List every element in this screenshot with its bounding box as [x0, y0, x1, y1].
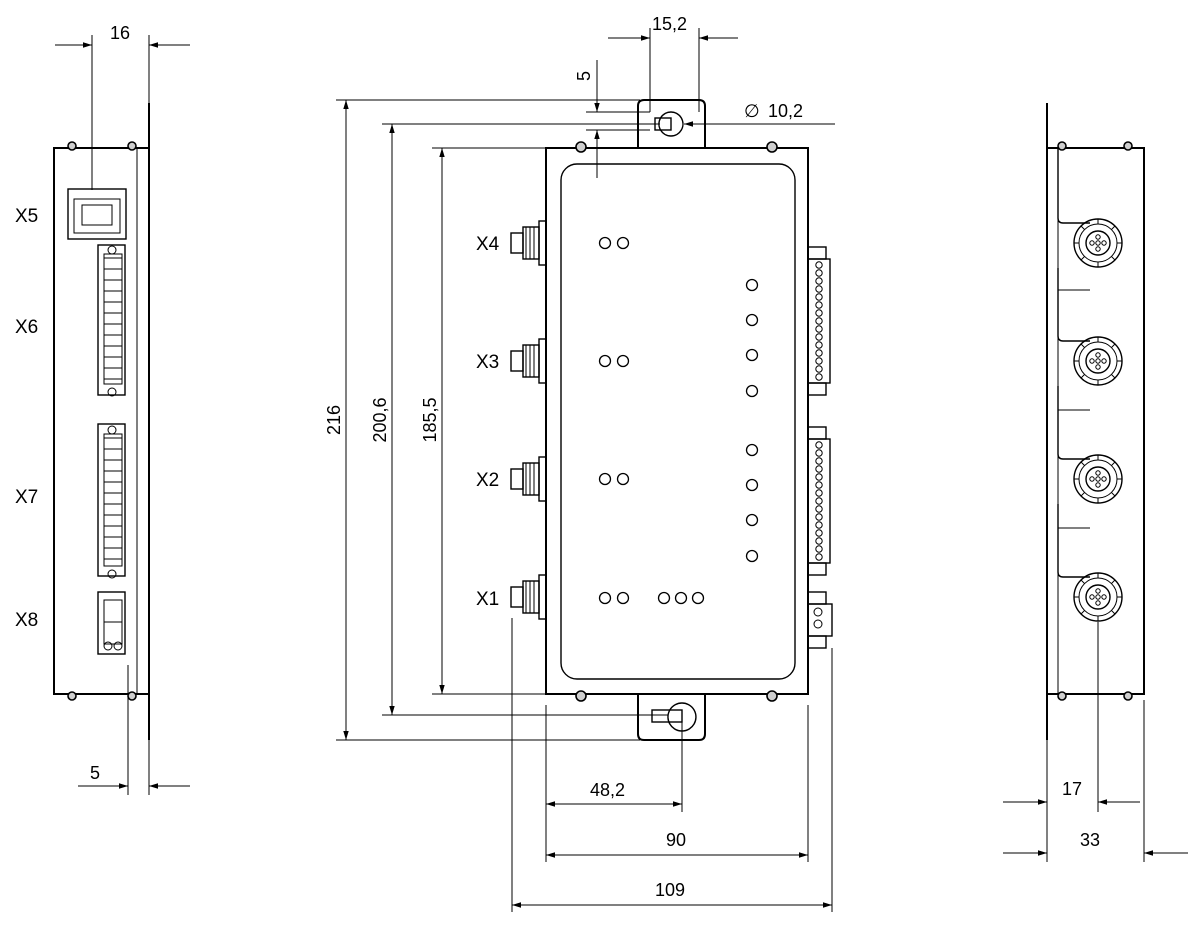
m12-port-side-1 [510, 220, 547, 266]
right-terminal-block-lower [807, 426, 831, 576]
led [745, 549, 759, 563]
dimension-48-2: 48,2 [545, 705, 683, 812]
right-terminal-block-small [807, 591, 833, 649]
bottom-mounting-tab [637, 694, 706, 741]
led [598, 472, 612, 486]
led [745, 443, 759, 457]
svg-text:10,2: 10,2 [768, 101, 803, 121]
led [616, 236, 630, 250]
dimension-200-6: 200,6 [370, 123, 668, 716]
svg-text:33: 33 [1080, 830, 1100, 850]
led [598, 236, 612, 250]
top-keyhole [658, 111, 684, 137]
led [616, 591, 630, 605]
led [616, 354, 630, 368]
m12-connector-face-4 [1073, 572, 1123, 622]
port-label-x3: X3 [476, 352, 499, 373]
led [745, 478, 759, 492]
m12-connector-face-1 [1073, 218, 1123, 268]
top-mounting-tab [637, 99, 706, 148]
dimension-5-left: 5 [78, 665, 190, 795]
led [745, 313, 759, 327]
front-housing [545, 147, 809, 695]
connector-label-x8: X8 [15, 610, 38, 631]
x6-terminal-block [97, 244, 126, 397]
dimension-diameter-10-2: ∅ 10,2 [684, 101, 835, 127]
right-housing [1047, 147, 1145, 695]
dimension-33: 33 [1003, 700, 1188, 862]
x8-terminal-block [97, 591, 126, 655]
svg-text:17: 17 [1062, 779, 1082, 799]
x5-ethernet-port [67, 188, 127, 240]
led [598, 354, 612, 368]
right-terminal-block-upper [807, 246, 831, 396]
led [745, 384, 759, 398]
svg-text:185,5: 185,5 [420, 397, 440, 442]
port-label-x4: X4 [476, 234, 500, 255]
dimension-185-5: 185,5 [420, 147, 546, 695]
led [745, 278, 759, 292]
dimension-109: 109 [511, 618, 833, 912]
led [657, 591, 671, 605]
svg-text:5: 5 [574, 71, 594, 81]
led [598, 591, 612, 605]
port-label-x1: X1 [476, 589, 499, 610]
left-side-view: X5 X6 X7 X8 16 5 [15, 23, 190, 795]
svg-text:16: 16 [110, 23, 130, 43]
connector-label-x5: X5 [15, 206, 38, 227]
dimension-216: 216 [324, 99, 640, 741]
connector-label-x6: X6 [15, 317, 38, 338]
m12-port-side-2 [510, 338, 547, 384]
front-panel [560, 163, 796, 680]
dimension-17: 17 [1003, 622, 1140, 812]
m12-port-side-3 [510, 456, 547, 502]
led [674, 591, 688, 605]
dimension-15-2: 15,2 [608, 14, 738, 112]
led [745, 348, 759, 362]
front-view: X4 X3 X2 X1 [324, 14, 835, 912]
x7-terminal-block [97, 423, 126, 579]
right-side-view: 17 33 [1003, 103, 1188, 862]
svg-text:109: 109 [655, 880, 685, 900]
svg-text:90: 90 [666, 830, 686, 850]
svg-text:5: 5 [90, 763, 100, 783]
led [691, 591, 705, 605]
m12-port-side-4 [510, 574, 547, 620]
bottom-keyhole [667, 702, 697, 732]
dimension-90: 90 [545, 705, 809, 862]
svg-text:200,6: 200,6 [370, 397, 390, 442]
m12-connector-face-2 [1073, 336, 1123, 386]
svg-text:48,2: 48,2 [590, 780, 625, 800]
led [745, 513, 759, 527]
dimension-16: 16 [55, 23, 190, 190]
svg-text:216: 216 [324, 405, 344, 435]
m12-connector-face-3 [1073, 454, 1123, 504]
led [616, 472, 630, 486]
port-label-x2: X2 [476, 470, 499, 491]
dimension-5-top: 5 [574, 60, 650, 178]
svg-text:∅: ∅ [744, 101, 760, 121]
svg-text:15,2: 15,2 [652, 14, 687, 34]
connector-label-x7: X7 [15, 487, 38, 508]
